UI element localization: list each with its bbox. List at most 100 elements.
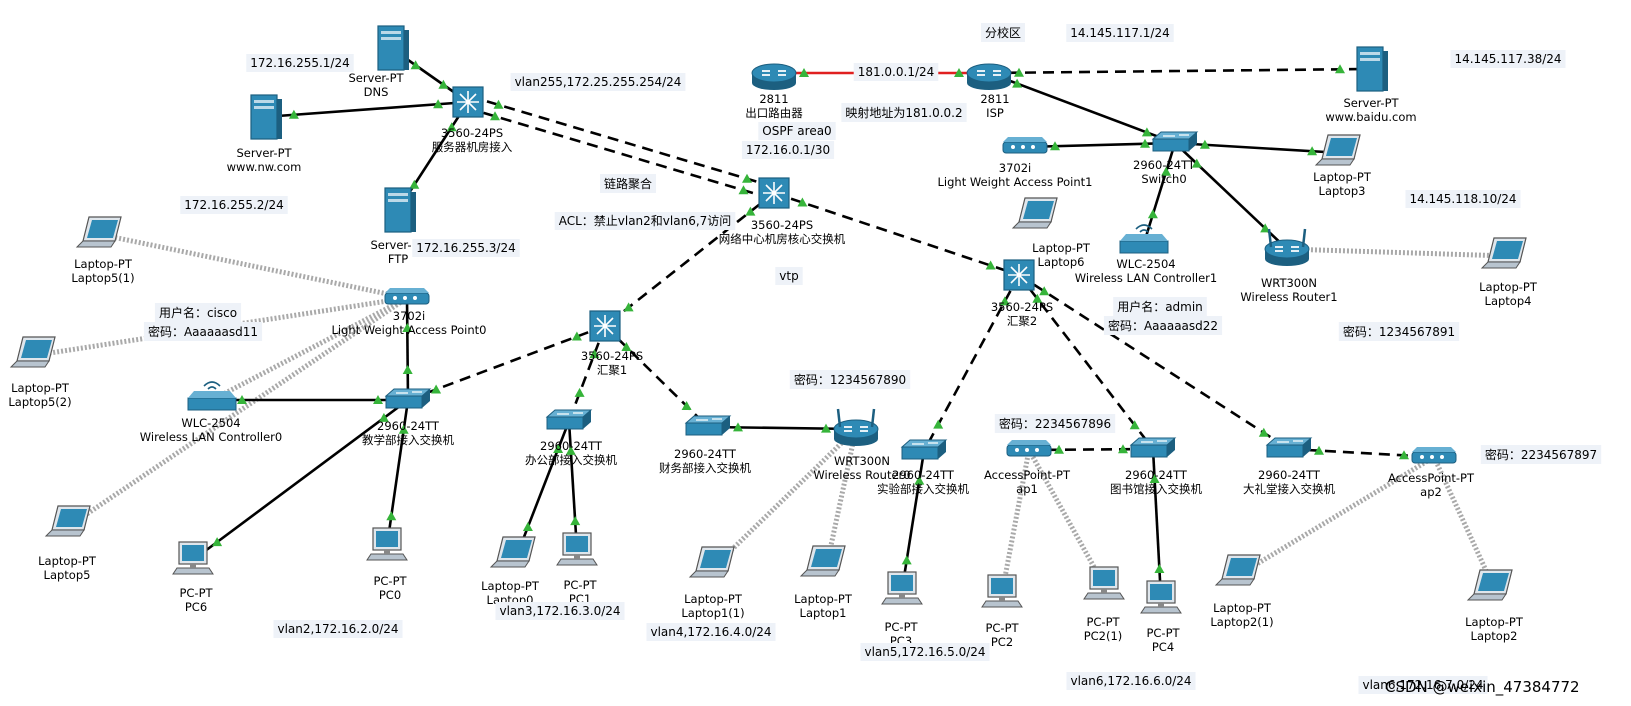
link-wireless-wr-0-lap-laptop1[interactable] bbox=[824, 428, 859, 565]
switch-sw-hall[interactable] bbox=[1265, 437, 1313, 458]
device-model-label: 2960-24TT bbox=[892, 468, 955, 482]
link-wireless-ap-ap1-pc-pc2-1[interactable] bbox=[1026, 448, 1107, 587]
device-model-label: Laptop-PT bbox=[1032, 241, 1091, 255]
link-wireless-ap-lw0-wlc-0[interactable] bbox=[210, 295, 409, 403]
laptop-lap-laptop4[interactable] bbox=[1480, 237, 1527, 269]
server-icon bbox=[384, 187, 416, 233]
mlswitch-sw-agg1[interactable] bbox=[589, 310, 621, 342]
link-crossover-sw-server-sw-core[interactable] bbox=[469, 95, 777, 189]
switch-sw-library[interactable] bbox=[1129, 437, 1177, 458]
port-status-up bbox=[1314, 445, 1324, 455]
link-copper-ap-lw1-sw-switch0[interactable] bbox=[1024, 141, 1176, 149]
laptop-lap-laptop2-1[interactable] bbox=[1214, 554, 1261, 586]
switch-icon bbox=[684, 415, 732, 436]
annotation-note-bg bbox=[741, 141, 835, 159]
pc-pc-pc6[interactable] bbox=[172, 541, 214, 575]
pc-pc-pc4[interactable] bbox=[1140, 580, 1182, 614]
router-rt-exit[interactable] bbox=[751, 63, 797, 90]
ap-ap-ap2[interactable] bbox=[1411, 447, 1457, 464]
link-crossover-rt-isp-server-baidu[interactable] bbox=[988, 67, 1371, 75]
laptop-lap-laptop5[interactable] bbox=[44, 505, 91, 537]
link-copper-sw-teach-pc-pc0[interactable] bbox=[385, 399, 410, 547]
annotation-note-bg bbox=[554, 212, 736, 230]
device-model-label: 2960-24TT bbox=[674, 447, 737, 461]
link-copper-server-nw-sw-server[interactable] bbox=[263, 100, 469, 119]
mlswitch-sw-agg2[interactable] bbox=[1003, 259, 1035, 291]
server-server-ftp[interactable] bbox=[384, 187, 416, 233]
mlswitch-sw-server[interactable] bbox=[452, 86, 484, 118]
switch-sw-switch0[interactable] bbox=[1151, 131, 1199, 152]
device-name-label: FTP bbox=[388, 252, 408, 266]
wrouter-wr-0[interactable] bbox=[833, 408, 879, 446]
link-copper-sw-office-pc-pc1[interactable] bbox=[567, 420, 579, 552]
switch-sw-office[interactable] bbox=[545, 409, 593, 430]
annotation-note: vlan3,172.16.3.0/24 bbox=[499, 604, 620, 618]
device-model-label: 2960-24TT bbox=[377, 419, 440, 433]
link-copper-sw-finance-wr-0[interactable] bbox=[707, 425, 857, 431]
link-wireless-ap-ap2-lap-laptop2-1[interactable] bbox=[1240, 454, 1436, 576]
link-copper-sw-library-pc-pc4[interactable] bbox=[1151, 448, 1163, 600]
link-wireless-ap-lw0-lap-laptop5[interactable] bbox=[70, 295, 409, 527]
link-crossover-sw-agg2-sw-library[interactable] bbox=[1017, 274, 1155, 450]
port-status-up bbox=[738, 185, 749, 195]
mlswitch-sw-core[interactable] bbox=[758, 177, 790, 209]
annotation-note-bg bbox=[599, 174, 657, 193]
switch-sw-teach[interactable] bbox=[384, 388, 432, 409]
router-rt-isp[interactable] bbox=[966, 63, 1012, 90]
ap-ap-lw0[interactable] bbox=[384, 288, 430, 305]
link-copper-sw-office-lap-laptop0[interactable] bbox=[515, 420, 571, 556]
device-model-label: 2811 bbox=[759, 92, 788, 106]
wlc-wlc-0[interactable] bbox=[187, 381, 237, 411]
port-status-up bbox=[570, 516, 581, 526]
pc-icon bbox=[981, 574, 1023, 608]
laptop-lap-laptop5-1[interactable] bbox=[75, 216, 122, 248]
annotation-note-bg bbox=[154, 303, 242, 322]
ap-ap-lw1[interactable] bbox=[1002, 137, 1048, 154]
device-name-label: ap1 bbox=[1016, 482, 1038, 496]
port-status-up bbox=[1032, 293, 1043, 303]
switch-icon bbox=[1129, 437, 1177, 458]
laptop-lap-laptop6[interactable] bbox=[1011, 197, 1058, 229]
link-copper-ap-lw0-sw-teach[interactable] bbox=[405, 297, 410, 401]
server-server-nw[interactable] bbox=[250, 94, 282, 140]
laptop-lap-laptop5-2[interactable] bbox=[9, 336, 56, 368]
ap-ap-ap1[interactable] bbox=[1006, 440, 1052, 457]
pc-icon bbox=[366, 527, 408, 561]
laptop-lap-laptop2[interactable] bbox=[1466, 569, 1513, 601]
link-wireless-ap-ap2-lap-laptop2[interactable] bbox=[1431, 455, 1497, 590]
pc-pc-pc2[interactable] bbox=[981, 574, 1023, 608]
link-wireless-ap-lw0-lap-laptop5-1[interactable] bbox=[102, 232, 408, 301]
pc-pc-pc1[interactable] bbox=[556, 532, 598, 566]
laptop-lap-laptop1[interactable] bbox=[799, 545, 846, 577]
link-wireless-wr-1-lap-laptop4[interactable] bbox=[1286, 246, 1509, 259]
server-server-dns[interactable] bbox=[377, 25, 409, 71]
device-model-label: 3560-24PS bbox=[441, 126, 503, 140]
pc-pc-pc0[interactable] bbox=[366, 527, 408, 561]
switch-sw-finance[interactable] bbox=[684, 415, 732, 436]
link-wireless-ap-ap1-pc-pc2[interactable] bbox=[999, 449, 1032, 594]
server-server-baidu[interactable] bbox=[1356, 46, 1388, 92]
link-crossover-sw-hall-ap-ap2[interactable] bbox=[1288, 447, 1435, 459]
laptop-lap-laptop3[interactable] bbox=[1314, 134, 1361, 166]
laptop-lap-laptop0[interactable] bbox=[489, 536, 536, 568]
link-copper-sw-lab-pc-pc3[interactable] bbox=[900, 450, 926, 591]
wrouter-wr-1[interactable] bbox=[1264, 228, 1310, 266]
device-model-label: Server-PT bbox=[348, 71, 404, 85]
link-copper-sw-teach-pc-pc6[interactable] bbox=[192, 398, 409, 562]
pc-icon bbox=[881, 571, 923, 605]
link-copper-sw-switch0-lap-laptop3[interactable] bbox=[1174, 141, 1343, 155]
device-name-label: Light Weight Access Point0 bbox=[332, 323, 487, 337]
device-model-label: Laptop-PT bbox=[74, 257, 133, 271]
link-wireless-wr-0-lap-laptop1-1[interactable] bbox=[714, 427, 858, 567]
switch-sw-lab[interactable] bbox=[900, 439, 948, 460]
wlc-wlc-1[interactable] bbox=[1119, 224, 1169, 254]
pc-pc-pc2-1[interactable] bbox=[1083, 566, 1125, 600]
pc-pc-pc3[interactable] bbox=[881, 571, 923, 605]
link-crossover-sw-agg2-sw-lab[interactable] bbox=[922, 274, 1021, 452]
port-status-up bbox=[1054, 444, 1064, 454]
link-crossover-sw-core-sw-agg2[interactable] bbox=[773, 191, 1020, 277]
link-crossover-sw-agg1-sw-finance[interactable] bbox=[604, 325, 709, 428]
device-name-label: 出口路由器 bbox=[745, 106, 803, 120]
laptop-lap-laptop1-1[interactable] bbox=[688, 546, 735, 578]
router-icon bbox=[751, 63, 797, 90]
